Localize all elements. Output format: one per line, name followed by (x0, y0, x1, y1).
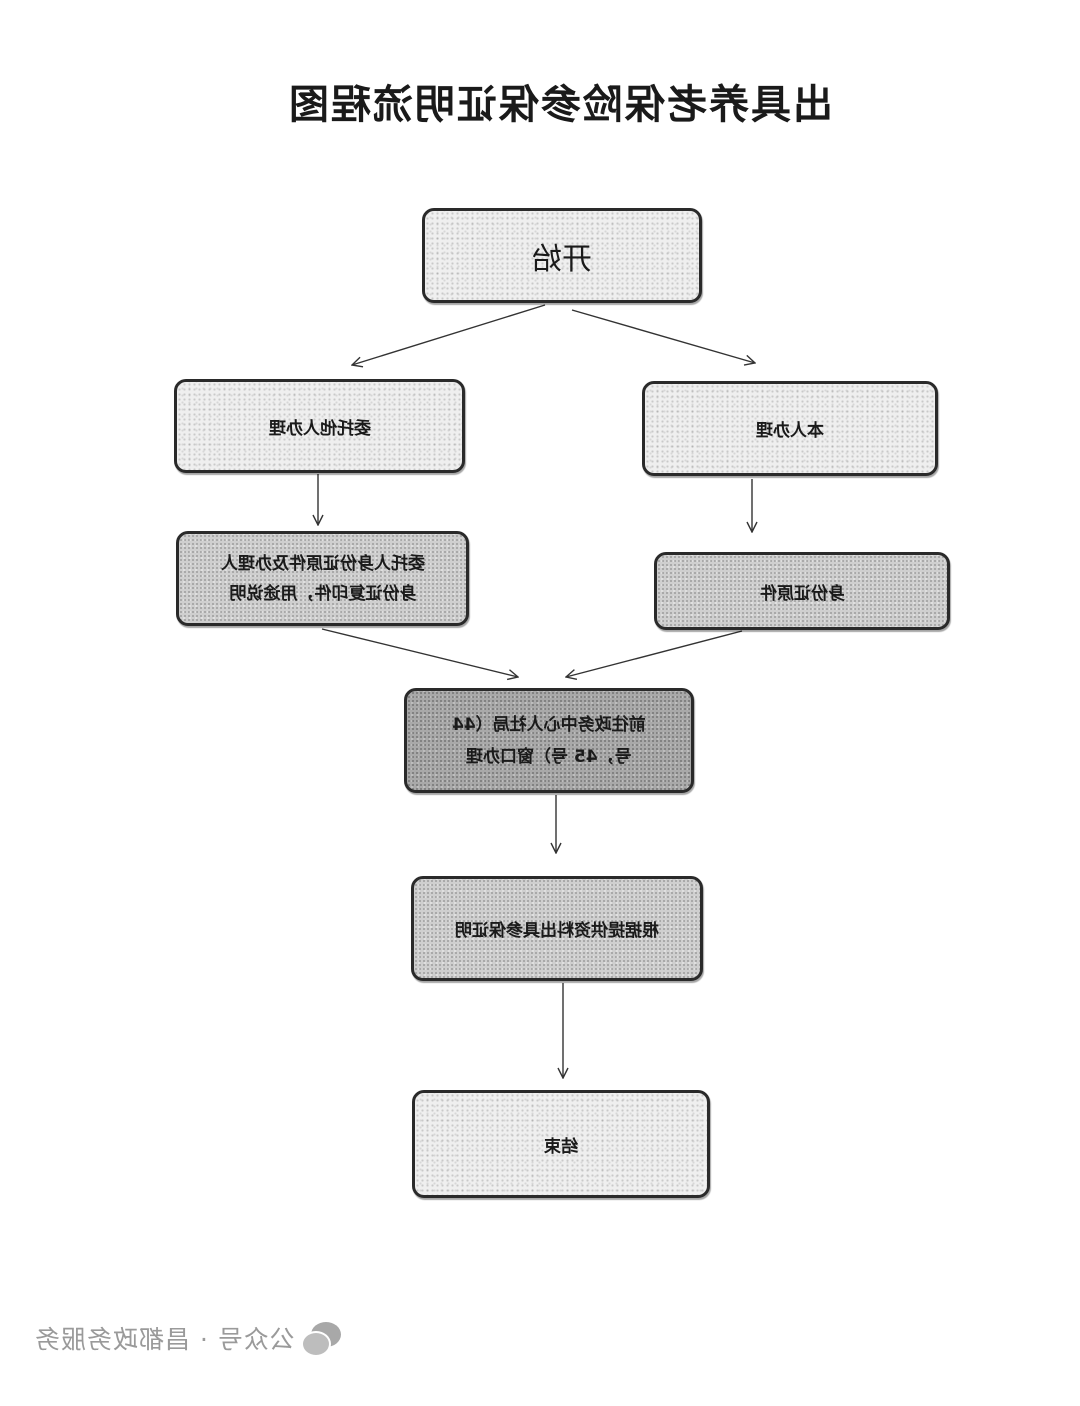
self-label: 本人办理 (756, 421, 824, 441)
arrow-proxydocs-to-visit (321, 628, 518, 677)
arrow-selfdocs-to-visit (566, 630, 743, 677)
proxy-docs-label: 委托人身份证原件及办理人 身份证复印件，用途说明 (220, 553, 425, 604)
watermark-text: 公众号 · 昌都政务服务 (34, 1325, 295, 1354)
issue-certificate-node: 根据提供资料出具参保证明 (411, 876, 703, 981)
arrow-start-to-proxy (352, 304, 546, 365)
wechat-icon (300, 1320, 345, 1357)
start-node: 开始 (422, 208, 702, 303)
self-documents-node: 身份证原件 (654, 552, 950, 630)
end-node: 结束 (412, 1090, 710, 1198)
proxy-handling-node: 委托他人办理 (174, 379, 465, 473)
self-docs-label: 身份证原件 (759, 583, 845, 604)
self-handling-node: 本人办理 (642, 381, 938, 476)
end-label: 结束 (544, 1136, 578, 1157)
visit-window-node: 前往政务中心人社局（44 号，45 号）窗口办理 (404, 688, 694, 793)
watermark: 公众号 · 昌都政务服务 (34, 1318, 394, 1358)
issue-label: 根据提供资料出具参保证明 (455, 921, 659, 941)
visit-label: 前往政务中心人社局（44 号，45 号）窗口办理 (452, 714, 646, 767)
proxy-documents-node: 委托人身份证原件及办理人 身份证复印件，用途说明 (176, 531, 469, 626)
arrow-start-to-self (571, 309, 755, 363)
start-label: 开始 (532, 241, 592, 277)
proxy-label: 委托他人办理 (268, 418, 371, 439)
